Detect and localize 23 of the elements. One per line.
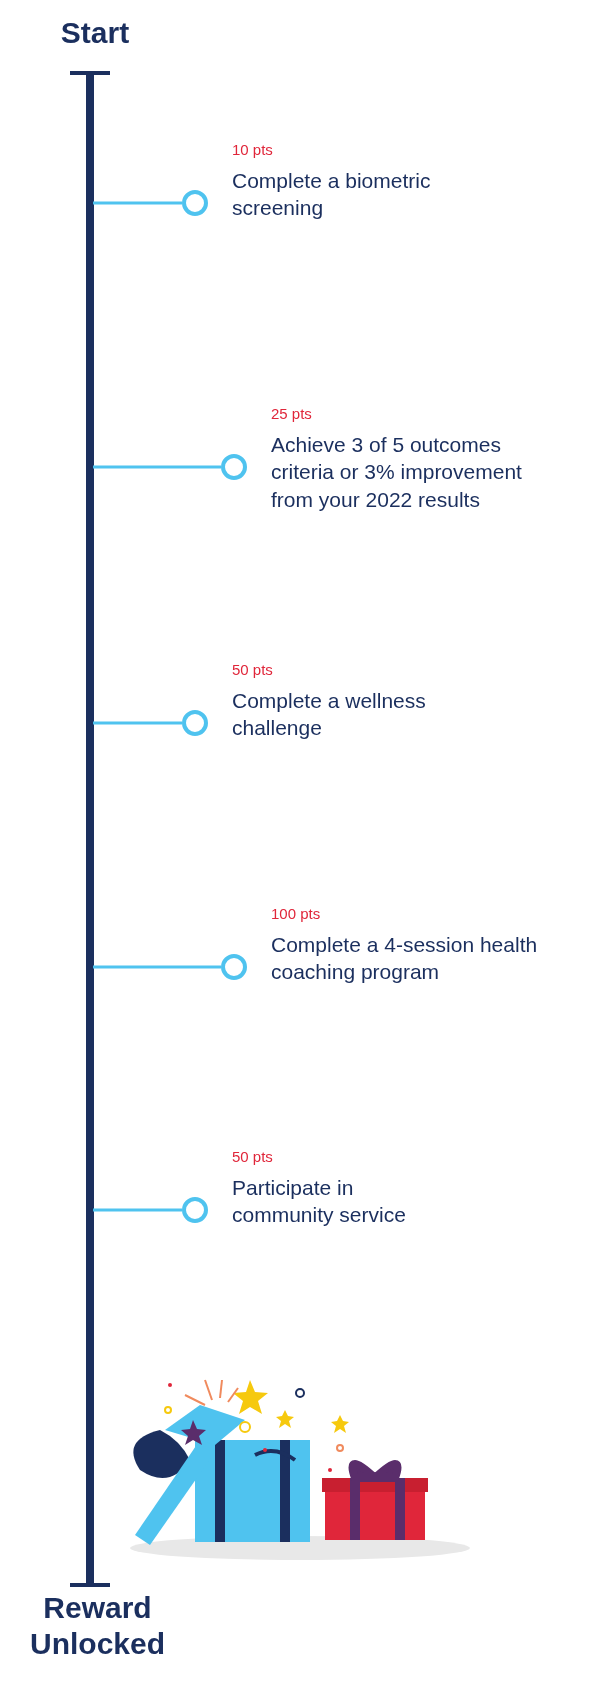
milestone-circle	[182, 710, 208, 736]
points-label: 50 pts	[232, 1148, 273, 1165]
task-description: Complete a biometric screening	[232, 168, 432, 222]
points-label: 25 pts	[271, 405, 312, 422]
connector-line	[93, 965, 221, 969]
milestone-circle	[182, 1197, 208, 1223]
task-description: Participate in community service	[232, 1175, 407, 1229]
connector-line	[93, 201, 182, 205]
points-label: 100 pts	[271, 905, 321, 922]
milestone-circle	[182, 190, 208, 216]
task-description: Complete a wellness challenge	[232, 688, 427, 742]
connector-line	[93, 721, 182, 725]
task-description: Achieve 3 of 5 outcomes criteria or 3% improvement from your 2022 results	[271, 432, 523, 513]
start-label: Start	[35, 15, 155, 51]
task-description: Complete a 4-session health coaching program	[271, 932, 539, 986]
milestone-circle	[221, 954, 247, 980]
connector-line	[93, 1208, 182, 1212]
milestone-circle	[221, 454, 247, 480]
connector-line	[93, 465, 221, 469]
timeline-line	[70, 71, 110, 1587]
points-label: 10 pts	[232, 141, 273, 158]
points-label: 50 pts	[232, 661, 273, 678]
end-label: Reward Unlocked	[10, 1590, 185, 1662]
